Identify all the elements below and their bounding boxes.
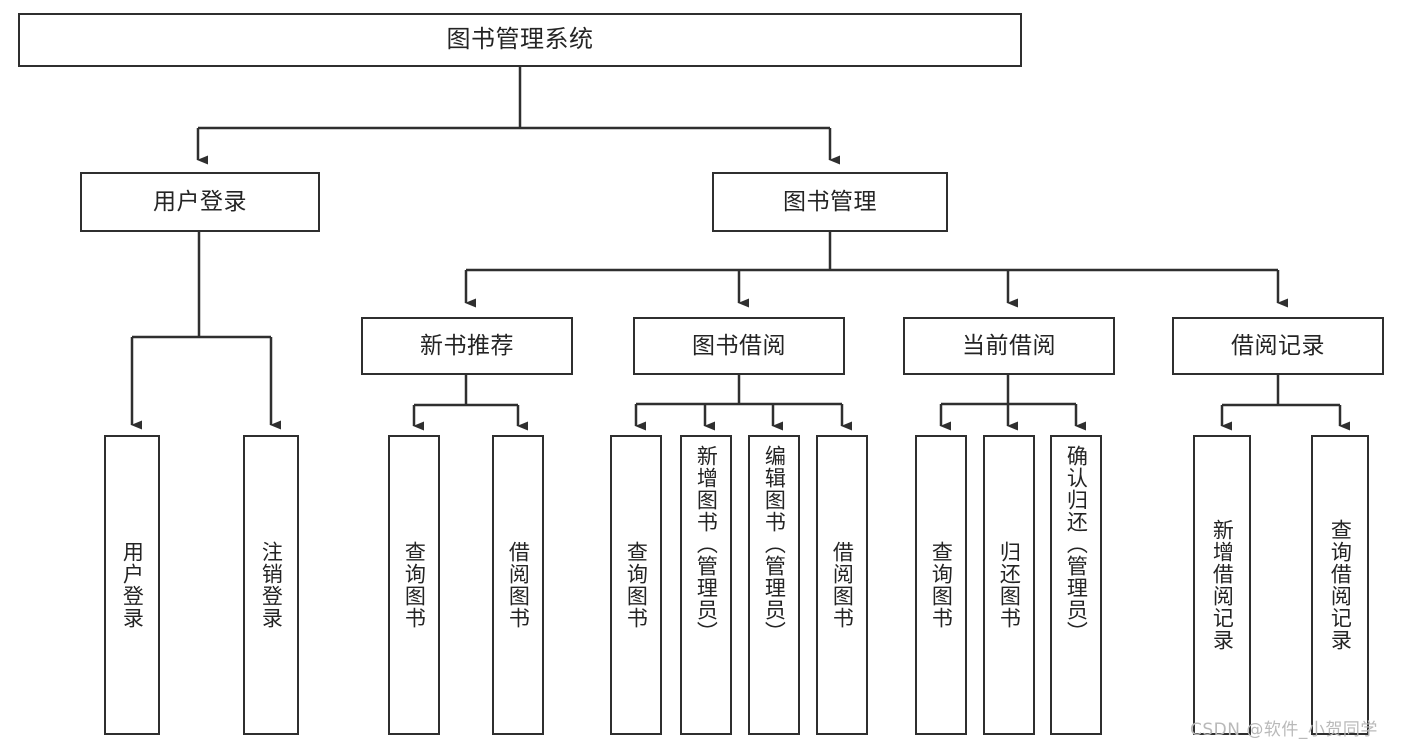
node-label: 新增图书（管理员） (694, 445, 719, 643)
node-label: 查询图书 (929, 541, 954, 629)
node-label: 编辑图书（管理员） (762, 445, 787, 643)
node-label: 新书推荐 (420, 332, 514, 359)
node-label: 归还图书 (997, 541, 1022, 629)
node-label: 查询借阅记录 (1328, 519, 1353, 651)
node-user-login[interactable]: 用户登录 (80, 172, 320, 232)
node-label: 查询图书 (402, 541, 427, 629)
leaf-current-return-book[interactable]: 归还图书 (983, 435, 1035, 735)
node-root-system[interactable]: 图书管理系统 (18, 13, 1022, 67)
leaf-borrow-add-book-admin[interactable]: 新增图书（管理员） (680, 435, 732, 735)
node-new-book-recommend[interactable]: 新书推荐 (361, 317, 573, 375)
leaf-current-confirm-return-admin[interactable]: 确认归还（管理员） (1050, 435, 1102, 735)
leaf-record-add-borrow-record[interactable]: 新增借阅记录 (1193, 435, 1251, 735)
node-label: 确认归还（管理员） (1064, 445, 1089, 643)
leaf-current-query-book[interactable]: 查询图书 (915, 435, 967, 735)
node-label: 图书管理 (783, 188, 877, 215)
node-label: 借阅记录 (1231, 332, 1325, 359)
leaf-borrow-edit-book-admin[interactable]: 编辑图书（管理员） (748, 435, 800, 735)
node-label: 当前借阅 (962, 332, 1056, 359)
node-label: 新增借阅记录 (1210, 519, 1235, 651)
node-current-borrow[interactable]: 当前借阅 (903, 317, 1115, 375)
leaf-record-query-borrow-record[interactable]: 查询借阅记录 (1311, 435, 1369, 735)
node-borrow-record[interactable]: 借阅记录 (1172, 317, 1384, 375)
node-label: 图书管理系统 (446, 25, 594, 54)
csdn-watermark: CSDN @软件_小贺同学 (1190, 715, 1378, 740)
node-book-borrow[interactable]: 图书借阅 (633, 317, 845, 375)
leaf-borrow-query-book[interactable]: 查询图书 (610, 435, 662, 735)
watermark-text: CSDN @软件_小贺同学 (1190, 720, 1378, 740)
leaf-borrow-borrow-book[interactable]: 借阅图书 (816, 435, 868, 735)
node-label: 查询图书 (624, 541, 649, 629)
node-label: 用户登录 (120, 541, 145, 629)
node-label: 注销登录 (259, 541, 284, 629)
leaf-user-logout[interactable]: 注销登录 (243, 435, 299, 735)
leaf-user-login[interactable]: 用户登录 (104, 435, 160, 735)
node-book-management[interactable]: 图书管理 (712, 172, 948, 232)
node-label: 借阅图书 (830, 541, 855, 629)
node-label: 用户登录 (153, 188, 247, 215)
node-label: 借阅图书 (506, 541, 531, 629)
leaf-recommend-query-book[interactable]: 查询图书 (388, 435, 440, 735)
leaf-recommend-borrow-book[interactable]: 借阅图书 (492, 435, 544, 735)
node-label: 图书借阅 (692, 332, 786, 359)
